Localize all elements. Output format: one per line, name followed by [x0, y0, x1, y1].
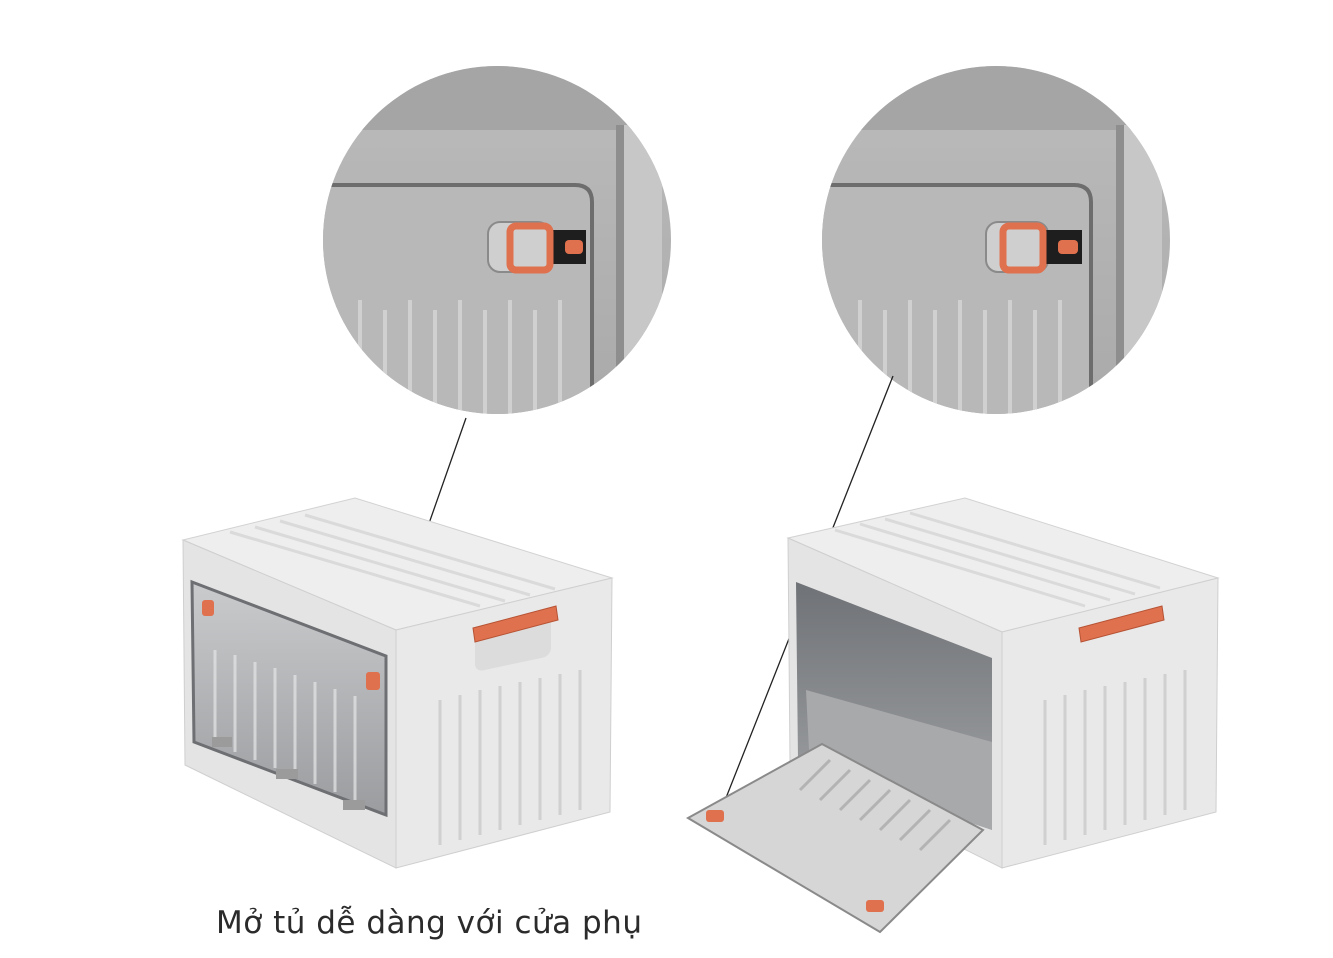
zoom-callout-right [822, 66, 1170, 414]
orange-handle-right [1078, 605, 1165, 643]
orange-handle-left [472, 605, 559, 643]
latch-locked-icon [487, 221, 586, 274]
storage-box-open [685, 497, 1220, 934]
latch-unlocked-icon [985, 221, 1082, 274]
storage-box-closed [181, 497, 614, 869]
zoom-callout-left [323, 66, 671, 414]
open-door-panel [685, 742, 985, 934]
caption-text: Mở tủ dễ dàng với cửa phụ [216, 905, 643, 941]
clear-door-closed [190, 579, 388, 818]
